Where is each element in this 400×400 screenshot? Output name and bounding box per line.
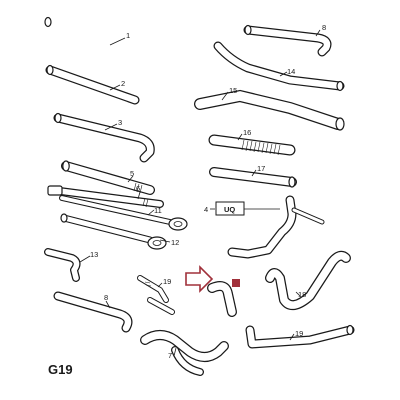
hose-part-4-assembly xyxy=(227,195,325,259)
hose-part-15: 16 xyxy=(208,128,296,156)
highlight-marker xyxy=(232,279,240,287)
part-4-box: 4 UQ xyxy=(204,201,245,216)
part-label-10: 11 xyxy=(154,206,162,215)
part-label-12: 13 xyxy=(90,250,98,259)
hose-part-5: 5 xyxy=(61,160,155,195)
part-label-13: 14 xyxy=(287,67,295,76)
part-label-15: 16 xyxy=(243,128,251,137)
hose-part-19: 19 xyxy=(137,275,175,315)
hose-part-13: 14 xyxy=(213,41,345,92)
hose-part-6: 6 xyxy=(47,184,164,208)
hose-part-18: 19 xyxy=(245,324,355,349)
hose-part-12: 13 xyxy=(44,248,98,282)
part-label-14: 15 xyxy=(229,86,237,95)
part-label-5: 5 xyxy=(130,169,134,178)
part-label-11: 12 xyxy=(171,238,179,247)
box-code-uq: UQ xyxy=(224,205,235,214)
hose-part-1: 1 xyxy=(44,16,156,76)
hose-part-16: 17 xyxy=(209,164,297,188)
part-label-3: 3 xyxy=(118,118,122,127)
hose-part-14: 15 xyxy=(194,86,345,131)
hose-part-7: 7 xyxy=(140,330,229,376)
part-label-17: 18 xyxy=(298,290,306,299)
pointer-arrow xyxy=(185,265,214,293)
part-label-9: 8 xyxy=(104,293,108,302)
group-code: G19 xyxy=(48,362,73,377)
hose-part-10: 11 xyxy=(59,195,188,231)
hose-part-9: 8 xyxy=(53,291,133,333)
hose-part-3: 3 xyxy=(53,112,155,163)
hose-part-17: 18 xyxy=(265,250,351,311)
part-label-19: 19 xyxy=(163,277,171,286)
part-label-6: 6 xyxy=(136,184,140,193)
part-label-1: 1 xyxy=(126,31,130,40)
part-label-16: 17 xyxy=(257,164,265,173)
part-label-18: 19 xyxy=(295,329,303,338)
part-label-4: 4 xyxy=(204,205,208,214)
part-label-8: 8 xyxy=(322,23,326,32)
hose-part-8: 8 xyxy=(243,23,332,57)
part-label-7: 7 xyxy=(168,351,172,360)
hose-part-2: 2 xyxy=(45,64,140,105)
hose-part-11: 12 xyxy=(60,213,179,250)
part-label-2: 2 xyxy=(121,79,125,88)
highlighted-hose xyxy=(207,279,240,317)
